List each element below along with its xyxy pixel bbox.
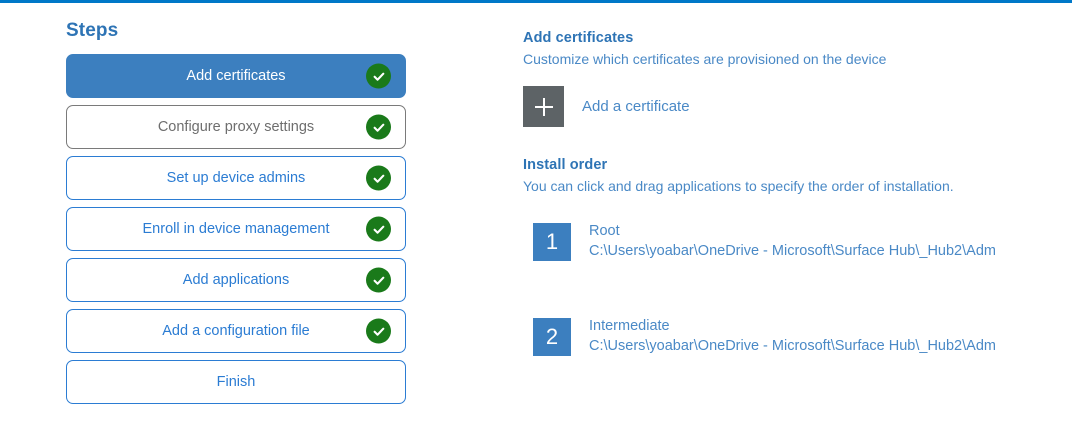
step-label: Add a configuration file xyxy=(162,323,310,339)
check-icon xyxy=(366,114,391,140)
plus-icon xyxy=(523,86,564,127)
install-order-section: Install order You can click and drag app… xyxy=(523,157,1072,356)
check-icon xyxy=(366,63,391,89)
check-icon xyxy=(366,267,391,293)
install-order-number: 1 xyxy=(533,223,571,261)
step-label: Add certificates xyxy=(186,68,286,84)
install-order-path: C:\Users\yoabar\OneDrive - Microsoft\Sur… xyxy=(589,243,996,259)
install-order-number: 2 xyxy=(533,318,571,356)
step-button[interactable]: Enroll in device management xyxy=(66,207,406,251)
install-order-path: C:\Users\yoabar\OneDrive - Microsoft\Sur… xyxy=(589,338,996,354)
step-label: Set up device admins xyxy=(166,170,306,186)
install-order-heading: Install order xyxy=(523,157,608,173)
step-button[interactable]: Add certificates xyxy=(66,54,406,98)
step-label: Add applications xyxy=(182,272,290,288)
check-icon xyxy=(366,165,391,191)
check-icon xyxy=(366,216,391,242)
step-button[interactable]: Add applications xyxy=(66,258,406,302)
steps-title: Steps xyxy=(66,20,119,41)
install-order-name: Intermediate xyxy=(589,318,670,334)
step-button[interactable]: Set up device admins xyxy=(66,156,406,200)
add-certificate-button[interactable]: Add a certificate xyxy=(523,86,753,127)
step-label: Enroll in device management xyxy=(142,221,330,237)
step-button[interactable]: Add a configuration file xyxy=(66,309,406,353)
step-label: Finish xyxy=(216,374,256,390)
step-button[interactable]: Finish xyxy=(66,360,406,404)
detail-subheading: Customize which certificates are provisi… xyxy=(523,51,887,67)
detail-panel: Add certificates Customize which certifi… xyxy=(523,30,1072,356)
step-button[interactable]: Configure proxy settings xyxy=(66,105,406,149)
install-order-subheading: You can click and drag applications to s… xyxy=(523,178,954,194)
step-label: Configure proxy settings xyxy=(157,119,315,135)
install-order-name: Root xyxy=(589,223,620,239)
add-certificate-label: Add a certificate xyxy=(582,98,690,115)
check-icon xyxy=(366,318,391,344)
detail-heading: Add certificates xyxy=(523,30,634,46)
top-accent-rule xyxy=(0,0,1072,3)
